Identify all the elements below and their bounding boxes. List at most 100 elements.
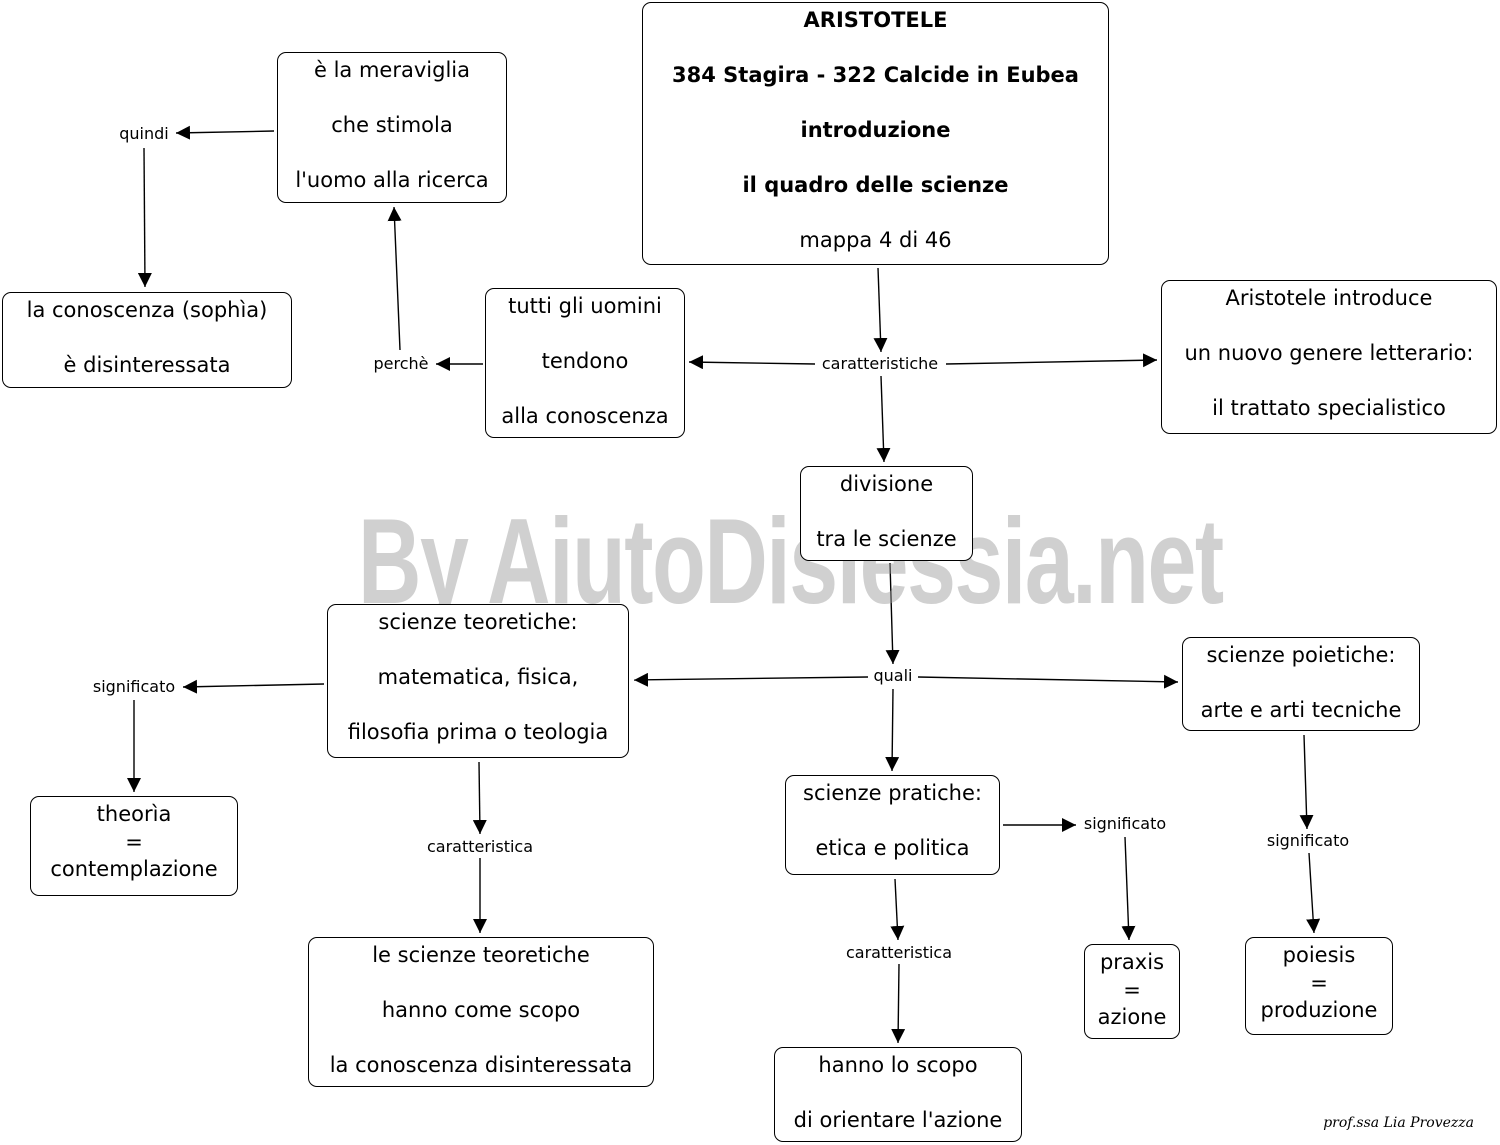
- node-text-line: la conoscenza disinteressata: [329, 1053, 633, 1077]
- node-text-line: che stimola: [331, 113, 453, 137]
- link-significato-teoretiche: significato: [89, 678, 179, 696]
- node-text-line: scienze pratiche:: [803, 781, 982, 805]
- node-text-line: alla conoscenza: [501, 404, 669, 428]
- edge-divisione-quali: [885, 562, 900, 665]
- edge-significato-poiesis: [1306, 852, 1321, 934]
- node-text-line: tutti gli uomini: [508, 294, 662, 318]
- node-text-line: [3, 325, 291, 353]
- node-text-line: [278, 85, 506, 113]
- node-text-line: [1183, 670, 1419, 698]
- node-scienze-pratiche: scienze pratiche: etica e politica: [785, 775, 1000, 875]
- node-text-line: tra le scienze: [816, 527, 957, 551]
- edge-pratiche-caratteristica: [890, 878, 905, 941]
- edge-caratteristiche-trattato: [945, 353, 1158, 368]
- link-significato-pratiche: significato: [1080, 815, 1170, 833]
- edge-perche-meraviglia: [387, 206, 402, 351]
- link-caratteristica-teoretiche: caratteristica: [423, 838, 537, 856]
- edge-caratteristiche-uomini: [688, 355, 816, 370]
- node-text-line: hanno come scopo: [381, 998, 581, 1022]
- edge-quali-teoretiche: [633, 672, 869, 687]
- edge-meraviglia-quindi: [175, 125, 275, 140]
- node-text-line: [786, 808, 999, 836]
- node-text-line: scienze teoretiche:: [378, 610, 578, 634]
- node-poiesis: poiesis = produzione: [1245, 937, 1393, 1035]
- edge-caratteristiche-divisione: [876, 375, 891, 463]
- link-caratteristiche: caratteristiche: [818, 355, 942, 373]
- node-text-line: [328, 692, 628, 720]
- node-text-line: theorìa: [96, 802, 172, 826]
- author-signature: prof.ssa Lia Provezza: [1323, 1115, 1474, 1131]
- node-text-line: [486, 321, 684, 349]
- node-text-line: ARISTOTELE: [803, 8, 948, 32]
- node-text-line: contemplazione: [50, 857, 218, 881]
- link-significato-poietiche: significato: [1263, 832, 1353, 850]
- edge-quali-poietiche: [917, 674, 1179, 689]
- node-text-line: praxis: [1099, 950, 1165, 974]
- edge-caratteristica-scopo-pratiche: [891, 963, 906, 1044]
- node-text-line: [643, 90, 1108, 118]
- node-text-line: filosofia prima o teologia: [347, 720, 609, 744]
- node-text-line: la conoscenza (sophìa): [26, 298, 268, 322]
- edge-poietiche-significato: [1299, 734, 1314, 830]
- node-text-line: il trattato specialistico: [1212, 396, 1446, 420]
- node-scienze-poietiche: scienze poietiche: arte e arti tecniche: [1182, 637, 1420, 731]
- node-text-line: è disinteressata: [63, 353, 231, 377]
- node-text-line: [1162, 368, 1496, 396]
- node-theoria: theorìa = contemplazione: [30, 796, 238, 896]
- node-scienze-teoretiche: scienze teoretiche: matematica, fisica, …: [327, 604, 629, 758]
- node-text-line: matematica, fisica,: [377, 665, 579, 689]
- map-counter: mappa 4 di 46: [799, 228, 952, 252]
- node-text-line: [643, 200, 1108, 228]
- edge-teoretiche-significato: [182, 679, 325, 694]
- node-text-line: produzione: [1260, 998, 1378, 1022]
- node-text-line: [775, 1080, 1021, 1108]
- node-divisione: divisione tra le scienze: [800, 466, 973, 561]
- node-scopo-teoretiche: le scienze teoretiche hanno come scopo l…: [308, 937, 654, 1087]
- edge-quindi-conoscenza: [137, 147, 152, 288]
- node-text-line: Aristotele introduce: [1225, 286, 1433, 310]
- edge-quali-pratiche: [885, 688, 900, 772]
- node-text-line: [309, 970, 653, 998]
- link-perche: perchè: [370, 355, 432, 373]
- node-text-line: scienze poietiche:: [1206, 643, 1396, 667]
- node-title: ARISTOTELE 384 Stagira - 322 Calcide in …: [642, 2, 1109, 265]
- node-tutti-uomini: tutti gli uomini tendono alla conoscenza: [485, 288, 685, 438]
- node-text-line: [486, 376, 684, 404]
- node-text-line: azione: [1097, 1005, 1167, 1029]
- link-quali: quali: [870, 667, 916, 685]
- node-text-line: divisione: [839, 472, 934, 496]
- node-text-line: tendono: [541, 349, 629, 373]
- node-text-line: poiesis: [1282, 943, 1356, 967]
- node-text-line: [328, 637, 628, 665]
- node-text-line: =: [1310, 970, 1328, 995]
- edge-significato-praxis: [1121, 836, 1136, 941]
- node-text-line: =: [125, 829, 143, 854]
- node-praxis: praxis = azione: [1084, 944, 1180, 1039]
- node-text-line: etica e politica: [815, 836, 970, 860]
- node-scopo-pratiche: hanno lo scopo di orientare l'azione: [774, 1047, 1022, 1142]
- node-text-line: =: [1123, 977, 1141, 1002]
- node-text-line: è la meraviglia: [314, 58, 470, 82]
- node-text-line: le scienze teoretiche: [372, 943, 590, 967]
- node-text-line: [643, 145, 1108, 173]
- node-text-line: hanno lo scopo: [818, 1053, 978, 1077]
- node-text-line: [278, 140, 506, 168]
- edge-title-caratteristiche: [873, 267, 888, 353]
- edge-teoretiche-caratteristica: [472, 761, 487, 835]
- node-text-line: arte e arti tecniche: [1200, 698, 1402, 722]
- node-trattato: Aristotele introduce un nuovo genere let…: [1161, 280, 1497, 434]
- node-text-line: [801, 499, 972, 527]
- node-text-line: di orientare l'azione: [793, 1108, 1003, 1132]
- node-text-line: introduzione: [800, 118, 951, 142]
- node-text-line: l'uomo alla ricerca: [295, 168, 489, 192]
- node-text-line: il quadro delle scienze: [742, 173, 1009, 197]
- node-text-line: 384 Stagira - 322 Calcide in Eubea: [672, 63, 1079, 87]
- node-text-line: [643, 35, 1108, 63]
- node-text-line: un nuovo genere letterario:: [1184, 341, 1474, 365]
- link-caratteristica-pratiche: caratteristica: [842, 944, 956, 962]
- node-text-line: [1162, 313, 1496, 341]
- node-conoscenza-sophia: la conoscenza (sophìa) è disinteressata: [2, 292, 292, 388]
- node-meraviglia: è la meraviglia che stimola l'uomo alla …: [277, 52, 507, 203]
- link-quindi: quindi: [116, 125, 172, 143]
